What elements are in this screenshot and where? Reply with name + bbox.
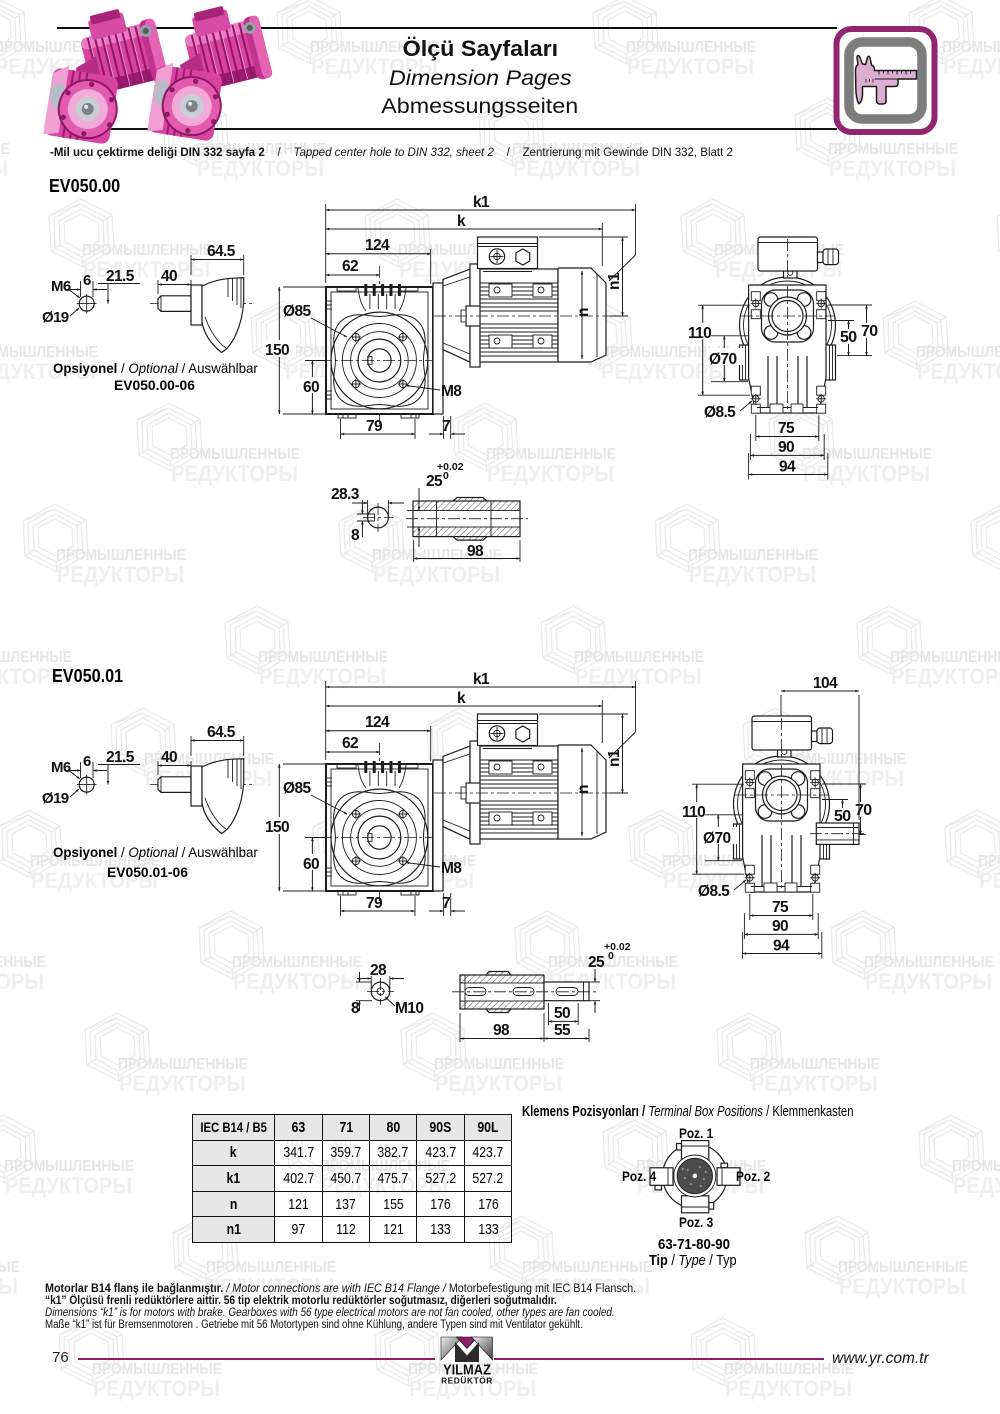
svg-text:79: 79 [366, 418, 383, 435]
svg-text:YILMAZ: YILMAZ [443, 1363, 491, 1379]
svg-text:+0.02: +0.02 [437, 461, 464, 473]
svg-text:28.3: 28.3 [331, 486, 360, 503]
svg-text:110: 110 [688, 325, 711, 342]
svg-text:Ø70: Ø70 [709, 351, 737, 368]
svg-text:90: 90 [778, 439, 794, 456]
svg-text:8: 8 [351, 527, 360, 544]
svg-text:25: 25 [426, 473, 443, 490]
svg-text:k: k [457, 213, 466, 230]
svg-text:k1: k1 [473, 194, 490, 211]
svg-text:0: 0 [608, 950, 614, 962]
svg-text:Ø85: Ø85 [283, 303, 311, 320]
svg-text:62: 62 [342, 258, 358, 275]
svg-text:7: 7 [442, 418, 450, 435]
svg-text:150: 150 [265, 342, 289, 359]
svg-text:n: n [575, 308, 592, 317]
svg-text:6: 6 [83, 272, 91, 289]
svg-text:0: 0 [443, 470, 449, 482]
svg-text:M10: M10 [395, 1000, 423, 1017]
svg-text:8: 8 [351, 1000, 360, 1017]
svg-text:21.5: 21.5 [106, 268, 135, 285]
svg-text:55: 55 [554, 1022, 571, 1039]
svg-text:104: 104 [813, 675, 838, 692]
svg-text:40: 40 [161, 268, 177, 285]
svg-text:94: 94 [779, 459, 796, 476]
svg-text:REDÜKTÖR: REDÜKTÖR [441, 1376, 493, 1386]
svg-text:Ø8.5: Ø8.5 [704, 404, 736, 421]
svg-text:25: 25 [588, 954, 605, 971]
svg-text:124: 124 [365, 237, 390, 254]
svg-text:Ø19: Ø19 [42, 309, 69, 326]
svg-text:28: 28 [370, 962, 387, 979]
svg-text:M6: M6 [51, 278, 71, 295]
svg-text:+0.02: +0.02 [604, 941, 631, 953]
svg-text:n1: n1 [606, 272, 623, 290]
svg-text:70: 70 [861, 323, 878, 340]
svg-text:50: 50 [840, 329, 857, 346]
svg-text:64.5: 64.5 [207, 243, 236, 260]
svg-text:98: 98 [493, 1022, 510, 1039]
svg-text:M8: M8 [441, 383, 462, 400]
svg-text:75: 75 [778, 420, 795, 437]
svg-text:50: 50 [554, 1005, 570, 1022]
svg-text:98: 98 [467, 543, 484, 560]
svg-text:60: 60 [303, 379, 319, 396]
